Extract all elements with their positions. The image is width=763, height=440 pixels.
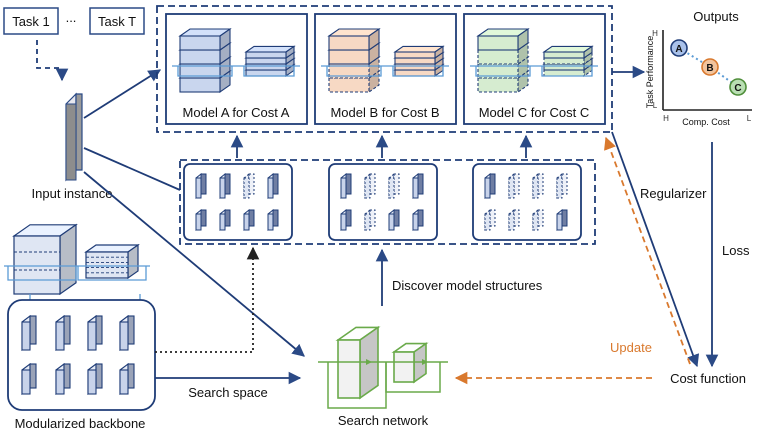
backbone-modules	[21, 314, 135, 396]
model-a-small-block	[238, 45, 300, 78]
model-c-large-block	[470, 27, 536, 94]
update-arrow	[604, 136, 691, 365]
outputs-y-low-tick: L	[653, 101, 658, 110]
model-b-label: Model B for Cost B	[330, 105, 439, 120]
input-to-search-network-arrow	[83, 171, 305, 357]
task-to-input-connector	[36, 40, 69, 82]
model-c-small-block	[536, 45, 598, 78]
outputs-title: Outputs	[693, 9, 739, 24]
task-t-box	[89, 7, 145, 35]
output-point-a-label: A	[675, 44, 682, 55]
backbone-top-blocks	[4, 223, 150, 300]
model-a-panel: Model A for Cost A	[165, 13, 308, 125]
outputs-plot: H L H L Task Performance Comp. Cost A B …	[645, 29, 752, 127]
outputs-y-axis-label: Task Performance	[645, 36, 655, 109]
task-1-label: Task 1	[12, 14, 50, 29]
task-ellipsis: ...	[66, 10, 77, 25]
candidates-container	[179, 159, 596, 245]
candidate-c-box	[472, 163, 582, 241]
input-instance-label: Input instance	[32, 186, 113, 201]
search-network-label: Search network	[338, 413, 429, 428]
outputs-y-high-tick: H	[652, 29, 658, 38]
candidate-c-modules	[484, 172, 568, 232]
search-space-label: Search space	[188, 385, 268, 400]
loss-label: Loss	[722, 243, 750, 258]
update-label: Update	[610, 340, 652, 355]
backbone-label: Modularized backbone	[15, 416, 146, 431]
candidate-b-modules	[340, 172, 424, 232]
candidate-a-modules	[195, 172, 279, 232]
task-group: Task 1 ... Task T	[3, 7, 145, 35]
model-a-label: Model A for Cost A	[183, 105, 290, 120]
model-b-panel: Model B for Cost B	[314, 13, 457, 125]
regularizer-arrow	[611, 131, 700, 368]
output-point-c: C	[729, 78, 747, 96]
discover-label: Discover model structures	[392, 278, 543, 293]
cost-function-label: Cost function	[670, 371, 746, 386]
model-c-panel: Model C for Cost C	[463, 13, 606, 125]
output-point-b: B	[701, 58, 719, 76]
models-container	[156, 5, 613, 133]
output-point-b-label: B	[706, 63, 713, 74]
candidate-a-box	[183, 163, 293, 241]
outputs-x-low-tick: H	[663, 114, 669, 123]
task-t-label: Task T	[98, 14, 136, 29]
input-to-models-arrow	[83, 69, 162, 119]
candidate-b-box	[328, 163, 438, 241]
outputs-x-high-tick: L	[747, 114, 752, 123]
backbone-container	[7, 299, 156, 411]
model-a-large-block	[172, 27, 238, 94]
output-point-c-label: C	[734, 83, 741, 94]
task-1-box	[3, 7, 59, 35]
output-point-a: A	[670, 39, 688, 57]
outputs-x-axis-label: Comp. Cost	[682, 117, 730, 127]
input-instance-block	[65, 92, 83, 182]
model-c-label: Model C for Cost C	[479, 105, 590, 120]
search-network-block	[318, 325, 448, 409]
input-to-candidates-arrow	[83, 147, 181, 191]
model-b-small-block	[387, 45, 449, 78]
model-b-large-block	[321, 27, 387, 94]
regularizer-label: Regularizer	[640, 186, 707, 201]
